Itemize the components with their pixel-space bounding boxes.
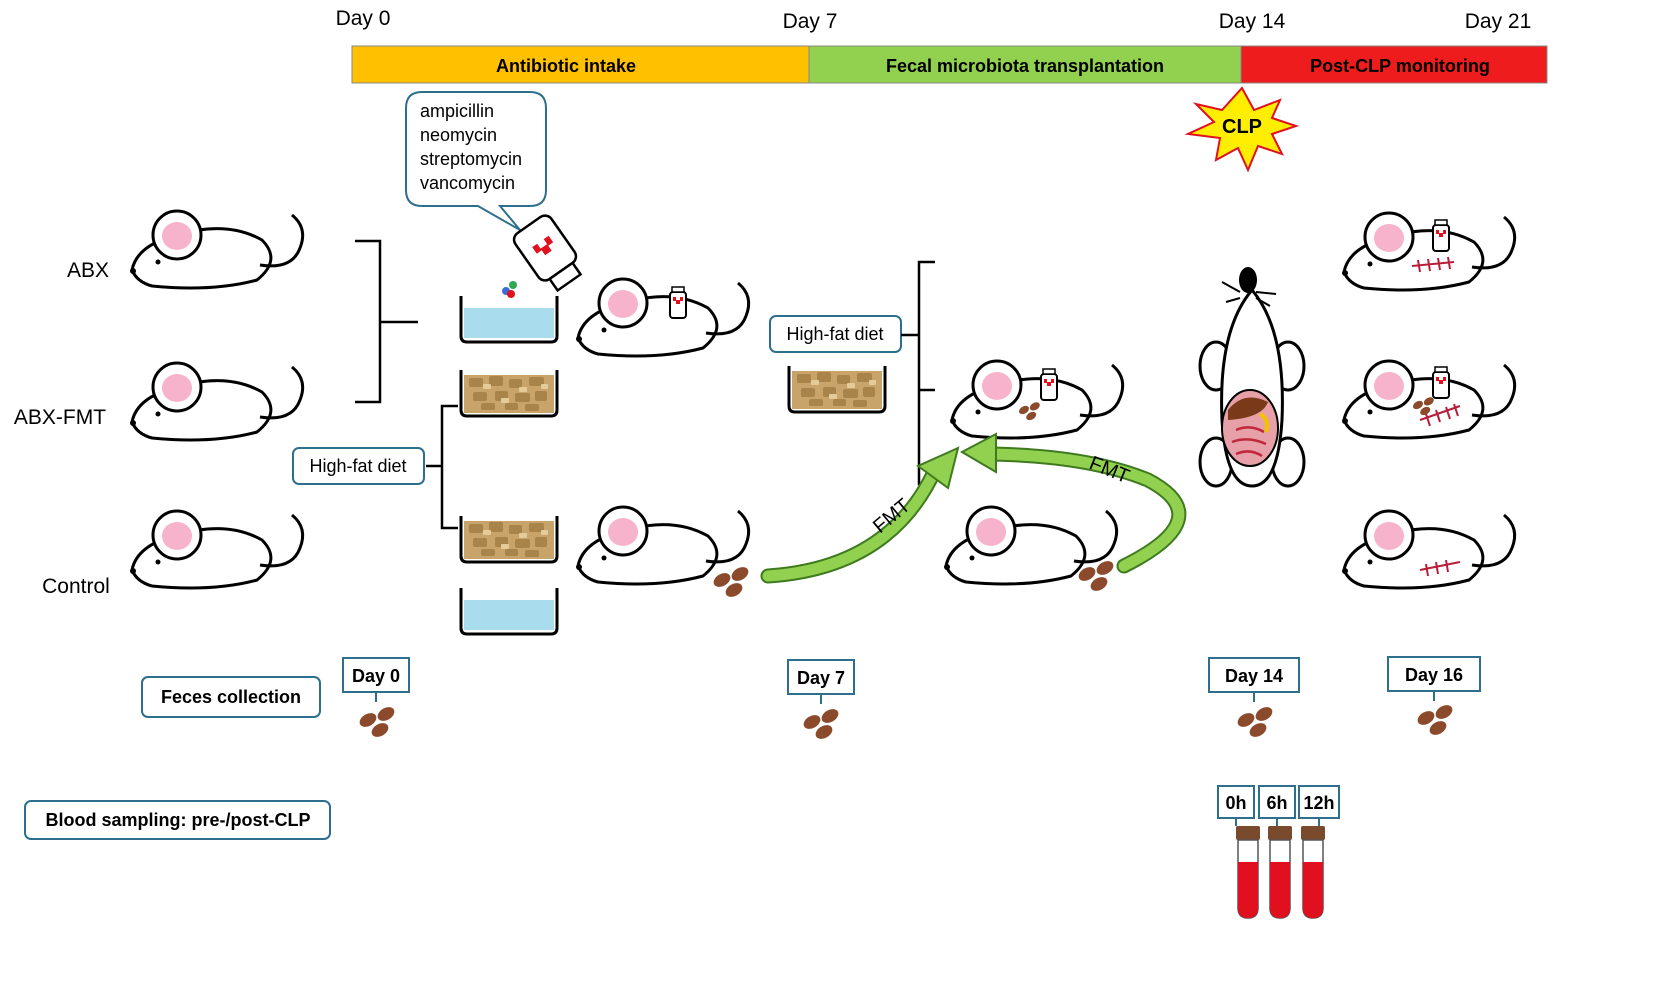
group-label-control: Control bbox=[42, 575, 110, 598]
clp-burst: CLP bbox=[1184, 86, 1300, 173]
chow-bowl-control bbox=[459, 514, 559, 564]
blood-tube-icon bbox=[1267, 825, 1293, 919]
antibiotics-callout: ampicillin neomycin streptomycin vancomy… bbox=[405, 91, 547, 231]
feces-day-label: Day 0 bbox=[352, 666, 400, 686]
mouse-control-post-clp-icon bbox=[1340, 509, 1517, 590]
group-label-abx-fmt: ABX-FMT bbox=[14, 406, 106, 429]
chow-bowl-abx bbox=[459, 368, 559, 418]
suture-icon bbox=[1419, 559, 1461, 577]
antibiotic-item: streptomycin bbox=[420, 149, 522, 169]
feces-day-tag: Day 14 bbox=[1208, 657, 1300, 702]
blood-time-label: 0h bbox=[1225, 793, 1246, 813]
feces-day-tag: Day 7 bbox=[787, 659, 855, 704]
feces-collection-label: Feces collection bbox=[161, 687, 301, 707]
blood-time-tag: 6h bbox=[1258, 785, 1296, 826]
feces-day-label: Day 14 bbox=[1225, 666, 1283, 686]
blood-tube-icon bbox=[1300, 825, 1326, 919]
feces-day-label: Day 16 bbox=[1405, 665, 1463, 685]
fmt-label: FMT bbox=[1086, 452, 1132, 488]
high-fat-diet-box-left: High-fat diet bbox=[292, 447, 425, 485]
day-label-7: Day 7 bbox=[783, 10, 838, 33]
bracket-abx-groups bbox=[355, 239, 418, 404]
mouse-control-icon bbox=[128, 509, 305, 590]
feces-collection-box: Feces collection bbox=[141, 676, 321, 718]
day-label-14: Day 14 bbox=[1219, 10, 1286, 33]
feces-day-tag: Day 0 bbox=[342, 657, 410, 702]
feces-icon bbox=[1415, 702, 1455, 738]
mouse-abx-treated-icon bbox=[574, 277, 751, 358]
mouse-abx-post-clp-icon bbox=[1340, 211, 1517, 292]
phase-label-antibiotic: Antibiotic intake bbox=[496, 56, 636, 76]
group-label-abx: ABX bbox=[67, 259, 109, 282]
feces-day-tag: Day 16 bbox=[1387, 656, 1481, 701]
clp-label: CLP bbox=[1222, 116, 1262, 138]
blood-time-tag: 0h bbox=[1217, 785, 1255, 826]
blood-tube-icon bbox=[1235, 825, 1261, 919]
pill-bottle-icon bbox=[1040, 368, 1058, 401]
feces-icon bbox=[711, 564, 751, 600]
blood-time-label: 6h bbox=[1266, 793, 1287, 813]
pill-bottle-icon bbox=[669, 286, 687, 319]
chow-bowl-mid bbox=[787, 364, 887, 414]
phase-label-post-clp: Post-CLP monitoring bbox=[1310, 56, 1490, 76]
suture-icon bbox=[1411, 256, 1455, 273]
pill-bottle-icon bbox=[1432, 219, 1450, 252]
blood-time-tag: 12h bbox=[1298, 785, 1340, 826]
high-fat-diet-label: High-fat diet bbox=[309, 456, 406, 476]
antibiotic-item: ampicillin bbox=[420, 101, 494, 121]
mouse-control-week1-icon bbox=[574, 505, 751, 586]
phase-bar-post-clp bbox=[1240, 45, 1548, 84]
clp-mouse-topview-icon bbox=[1198, 267, 1306, 488]
timeline: Day 0 Day 7 Day 14 Day 21 Antibiotic int… bbox=[336, 7, 1548, 84]
high-fat-diet-label: High-fat diet bbox=[786, 324, 883, 344]
pills-icon bbox=[502, 281, 517, 298]
antibiotic-bottle-icon bbox=[512, 214, 583, 293]
pill-bottle-icon bbox=[1432, 366, 1450, 399]
mouse-abx-icon bbox=[128, 209, 305, 290]
blood-sampling-label: Blood sampling: pre-/post-CLP bbox=[46, 810, 311, 830]
high-fat-diet-box-mid: High-fat diet bbox=[769, 315, 902, 353]
day-label-21: Day 21 bbox=[1465, 10, 1532, 33]
bracket-high-fat-left bbox=[426, 404, 458, 530]
mouse-fmt-recipient-icon bbox=[948, 359, 1125, 440]
suture-icon bbox=[1419, 403, 1461, 427]
feces-icon bbox=[801, 706, 841, 742]
phase-label-fmt: Fecal microbiota transplantation bbox=[886, 56, 1164, 76]
phase-bar-antibiotic bbox=[351, 45, 810, 84]
day-label-0: Day 0 bbox=[336, 7, 391, 30]
bracket-fmt-groups bbox=[901, 260, 935, 486]
feces-day-label: Day 7 bbox=[797, 668, 845, 688]
water-bowl-control bbox=[459, 586, 559, 636]
antibiotic-item: vancomycin bbox=[420, 173, 515, 193]
antibiotic-item: neomycin bbox=[420, 125, 497, 145]
phase-bar-fmt bbox=[808, 45, 1242, 84]
water-bowl-abx bbox=[459, 294, 559, 344]
feces-icon bbox=[1235, 704, 1275, 740]
feces-icon bbox=[357, 704, 397, 740]
blood-sampling-box: Blood sampling: pre-/post-CLP bbox=[24, 800, 331, 840]
mouse-abx-fmt-icon bbox=[128, 361, 305, 442]
blood-time-label: 12h bbox=[1303, 793, 1334, 813]
fmt-arrow-from-control: FMT bbox=[760, 446, 960, 584]
